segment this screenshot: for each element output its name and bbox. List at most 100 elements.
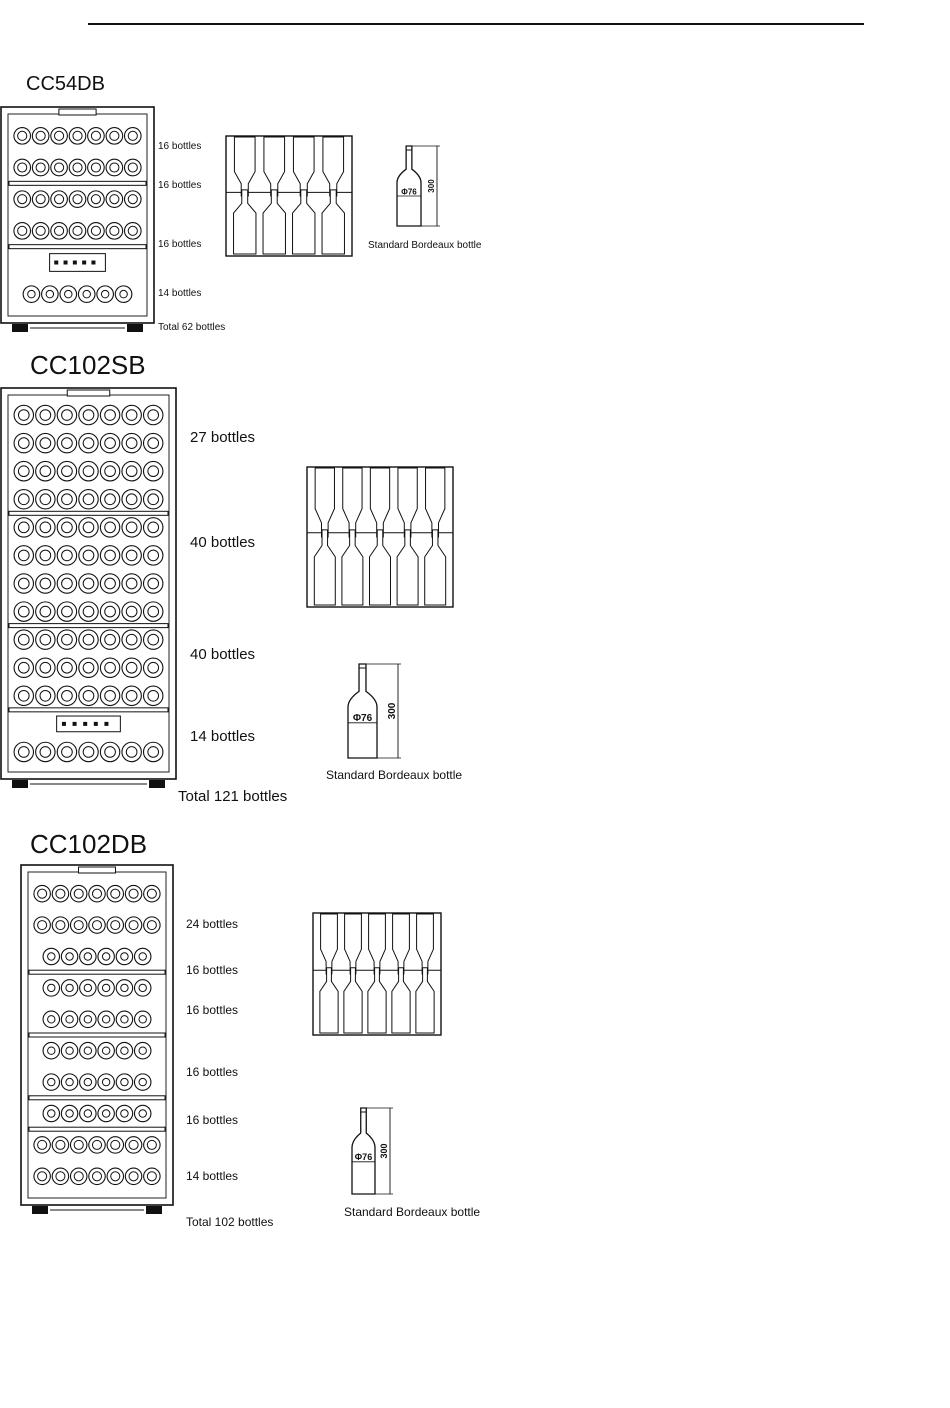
bottle-neck	[83, 1077, 93, 1087]
bottle-neck	[47, 1077, 56, 1087]
bottle-caption: Standard Bordeaux bottle	[326, 768, 463, 782]
rack-bottle-upright	[369, 529, 391, 606]
bottle-neck	[91, 888, 103, 899]
bottle-neck	[91, 1171, 103, 1182]
bottle-neck	[104, 493, 116, 506]
bottle-outline	[396, 145, 422, 227]
cabinet-diagram	[0, 387, 177, 788]
bottle-neck	[109, 130, 120, 141]
bottle-neck	[104, 549, 116, 562]
bottle-neck	[17, 605, 30, 618]
shelf-label: 16 bottles	[158, 141, 202, 152]
bottle-neck	[146, 1139, 157, 1150]
bottle-neck	[47, 952, 56, 961]
bottle-neck	[101, 983, 111, 993]
bottle-neck	[17, 437, 30, 449]
display-button	[104, 721, 109, 726]
bottle-neck	[55, 920, 66, 931]
total-label: Total 62 bottles	[158, 322, 226, 333]
bottle-neck	[61, 661, 73, 674]
bottle-neck	[82, 605, 95, 618]
cabinet-foot	[149, 780, 165, 788]
bottle-neck	[83, 1109, 93, 1118]
bottle-neck	[17, 194, 28, 205]
bottle-neck	[55, 1171, 66, 1182]
height-label: 300	[379, 1143, 389, 1158]
bottle-neck	[17, 521, 30, 534]
bottle-neck	[39, 633, 52, 646]
shelf-label: 24 bottles	[186, 917, 239, 931]
shelf-label: 16 bottles	[158, 239, 202, 250]
bottle-neck	[104, 437, 116, 449]
bottle-neck	[101, 1109, 111, 1118]
top-handle	[58, 108, 97, 116]
bottle-neck	[65, 1077, 74, 1087]
bottle-neck	[39, 689, 52, 702]
rack-bottle-upright	[391, 967, 411, 1034]
rack-bottle-upright	[233, 189, 257, 255]
model-title: CC102SB	[30, 350, 146, 380]
shelf-label: 16 bottles	[158, 180, 202, 191]
bottle-neck	[17, 633, 30, 646]
top-handle	[66, 389, 111, 397]
bottle-neck	[128, 1171, 139, 1182]
model-title: CC54DB	[26, 73, 105, 95]
bottle-neck	[65, 1109, 74, 1118]
shelf-side-view-diagram	[306, 466, 454, 608]
bottle-neck	[64, 289, 73, 299]
bottle-neck	[120, 952, 129, 961]
bottle-neck	[104, 605, 116, 618]
shelf-divider	[8, 244, 147, 250]
bottle-neck	[17, 162, 28, 173]
shelf-divider	[8, 180, 147, 186]
bottle-neck	[61, 633, 73, 646]
bottle-neck	[39, 409, 52, 421]
bottle-neck	[147, 633, 160, 646]
rack-bottle-upright	[424, 529, 447, 606]
bottle-neck	[39, 746, 52, 758]
bottle-neck	[17, 577, 30, 590]
bottle-neck	[39, 549, 52, 562]
bottle-neck	[39, 577, 52, 590]
rack-bottle-inverted	[263, 136, 286, 197]
bottle-neck	[83, 1015, 93, 1024]
bottle-neck	[82, 289, 91, 299]
bottle-neck	[125, 521, 138, 534]
cabinet-foot	[32, 1206, 48, 1214]
bottle-neck	[125, 746, 138, 758]
bottle-neck	[17, 493, 30, 506]
bottle-neck	[17, 130, 28, 141]
rack-bottle-inverted	[292, 136, 315, 197]
display-panel	[49, 253, 106, 272]
rack-bottle-upright	[415, 967, 435, 1034]
bottle-neck	[39, 437, 52, 449]
shelf-divider	[8, 623, 169, 629]
shelf-label: 14 bottles	[190, 728, 256, 745]
bottle-neck	[128, 920, 139, 931]
display-button	[93, 721, 98, 726]
bottle-neck	[47, 983, 56, 993]
bottle-neck	[61, 493, 73, 506]
bottle-neck	[47, 1046, 56, 1055]
bottle-neck	[104, 661, 116, 674]
bottle-neck	[147, 746, 160, 758]
bottle-neck	[82, 661, 95, 674]
bottle-neck	[104, 409, 116, 421]
bottle-neck	[83, 1046, 93, 1055]
display-button	[82, 260, 87, 265]
rack-bottle-inverted	[397, 467, 418, 538]
bottle-neck	[54, 225, 65, 236]
bottle-neck	[101, 1046, 111, 1055]
bottle-neck	[72, 194, 83, 205]
bottle-neck	[82, 437, 95, 449]
bottle-neck	[110, 1171, 121, 1182]
bottle-neck	[17, 689, 30, 702]
bottle-neck	[147, 493, 160, 506]
shelf-label: 16 bottles	[186, 963, 239, 977]
bottle-neck	[90, 194, 101, 205]
bottle-neck	[90, 225, 101, 236]
bottle-neck	[100, 289, 110, 299]
shelf-side-view-diagram	[225, 135, 353, 257]
bottle-neck	[104, 465, 116, 478]
